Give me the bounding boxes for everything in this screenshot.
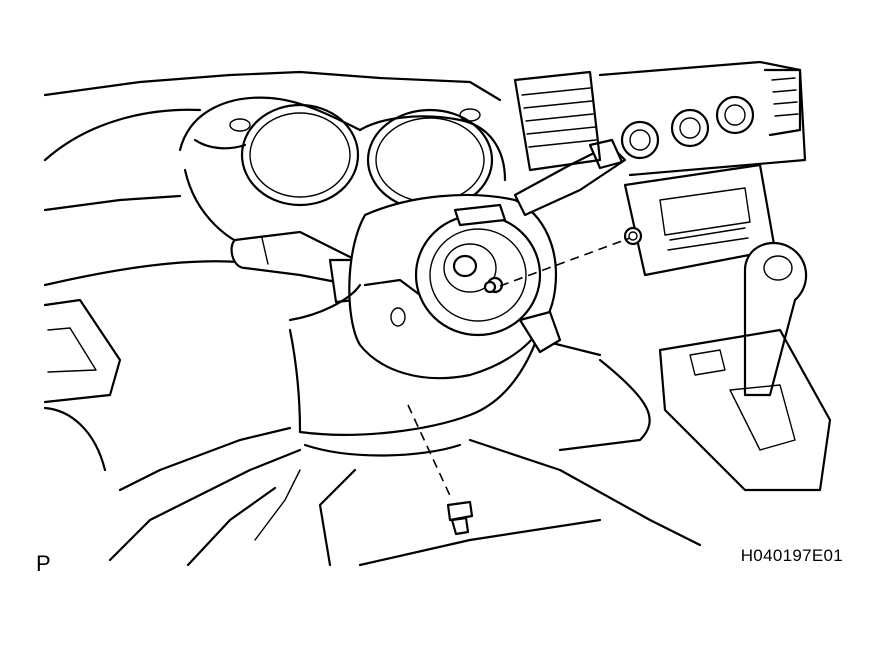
- corner-label: P: [36, 551, 51, 576]
- clip-icon: [448, 502, 472, 534]
- center-stack: [515, 62, 805, 275]
- shift-lever: [660, 243, 830, 490]
- assembly-lines: [408, 238, 630, 500]
- spiral-cable: [416, 205, 560, 352]
- dashboard-outline: [45, 72, 700, 565]
- right-switch-stalk: [515, 140, 625, 215]
- screw-icon: [625, 228, 641, 244]
- figure-code: H040197E01: [740, 546, 843, 565]
- left-switch-stalk: [232, 232, 360, 302]
- fasteners: [448, 228, 641, 534]
